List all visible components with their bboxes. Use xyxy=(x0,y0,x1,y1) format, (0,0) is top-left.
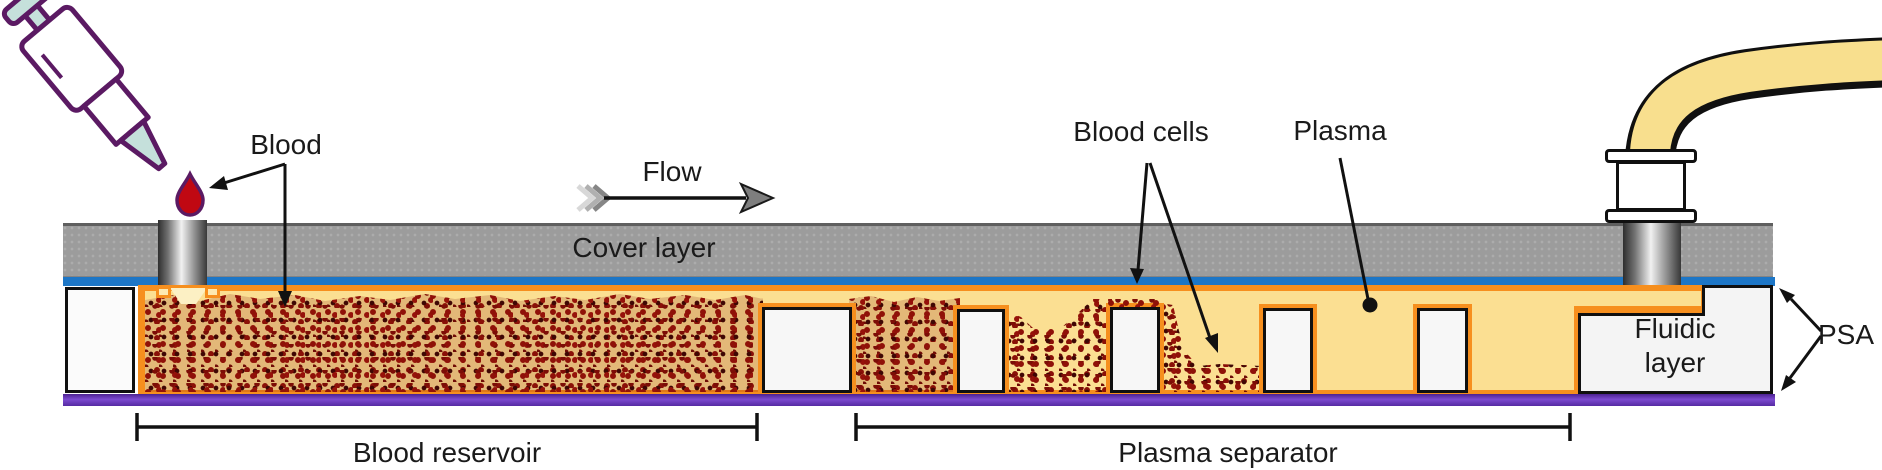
blood-cells-label: Blood cells xyxy=(1073,116,1209,147)
psa-label: PSA xyxy=(1817,319,1875,350)
pillar-2 xyxy=(953,305,1009,397)
blood-label: Blood xyxy=(250,129,322,160)
outlet-port xyxy=(1623,222,1681,285)
inlet-funnel xyxy=(170,288,207,304)
blood-cells-gap1 xyxy=(849,296,960,392)
fluidic-layer-label-line1: Fluidic xyxy=(1634,313,1716,344)
pillar-3 xyxy=(1106,303,1164,397)
outlet-tube-icon xyxy=(1625,37,1882,161)
cover-layer xyxy=(63,223,1773,277)
pillar-5 xyxy=(1413,304,1472,397)
blood-cells-over-pillar xyxy=(1108,299,1162,307)
tube-connector-body xyxy=(1616,161,1686,211)
psa-tape-top xyxy=(63,277,1775,286)
block-seam-patch xyxy=(1706,311,1768,318)
plasma-label: Plasma xyxy=(1293,115,1387,146)
cover-layer-label: Cover layer xyxy=(572,232,716,263)
fluidic-end-block-right-step xyxy=(1702,285,1773,316)
blood-reservoir-label: Blood reservoir xyxy=(352,437,542,468)
tube-connector-flange-bottom xyxy=(1605,209,1697,223)
pillar-4 xyxy=(1259,304,1317,397)
inlet-port xyxy=(158,220,207,285)
fluidic-layer-label-line2: layer xyxy=(1644,347,1706,378)
tube-connector-flange-top xyxy=(1605,149,1697,163)
fluidic-end-block-left xyxy=(65,287,135,393)
inlet-notch-right xyxy=(205,286,220,298)
psa-tape-bottom xyxy=(63,394,1775,406)
inlet-notch-left xyxy=(156,286,171,298)
pillar-divider xyxy=(758,303,856,397)
blood-cells-reservoir xyxy=(145,294,763,392)
pipette-icon xyxy=(1,0,168,172)
fluidic-layer-label: Fluidic layer xyxy=(1635,312,1716,380)
blood-drop-icon xyxy=(175,170,205,217)
plasma-separator-label: Plasma separator xyxy=(1118,437,1338,468)
flow-label: Flow xyxy=(642,156,702,187)
fluidic-end-block-right xyxy=(1578,313,1773,394)
